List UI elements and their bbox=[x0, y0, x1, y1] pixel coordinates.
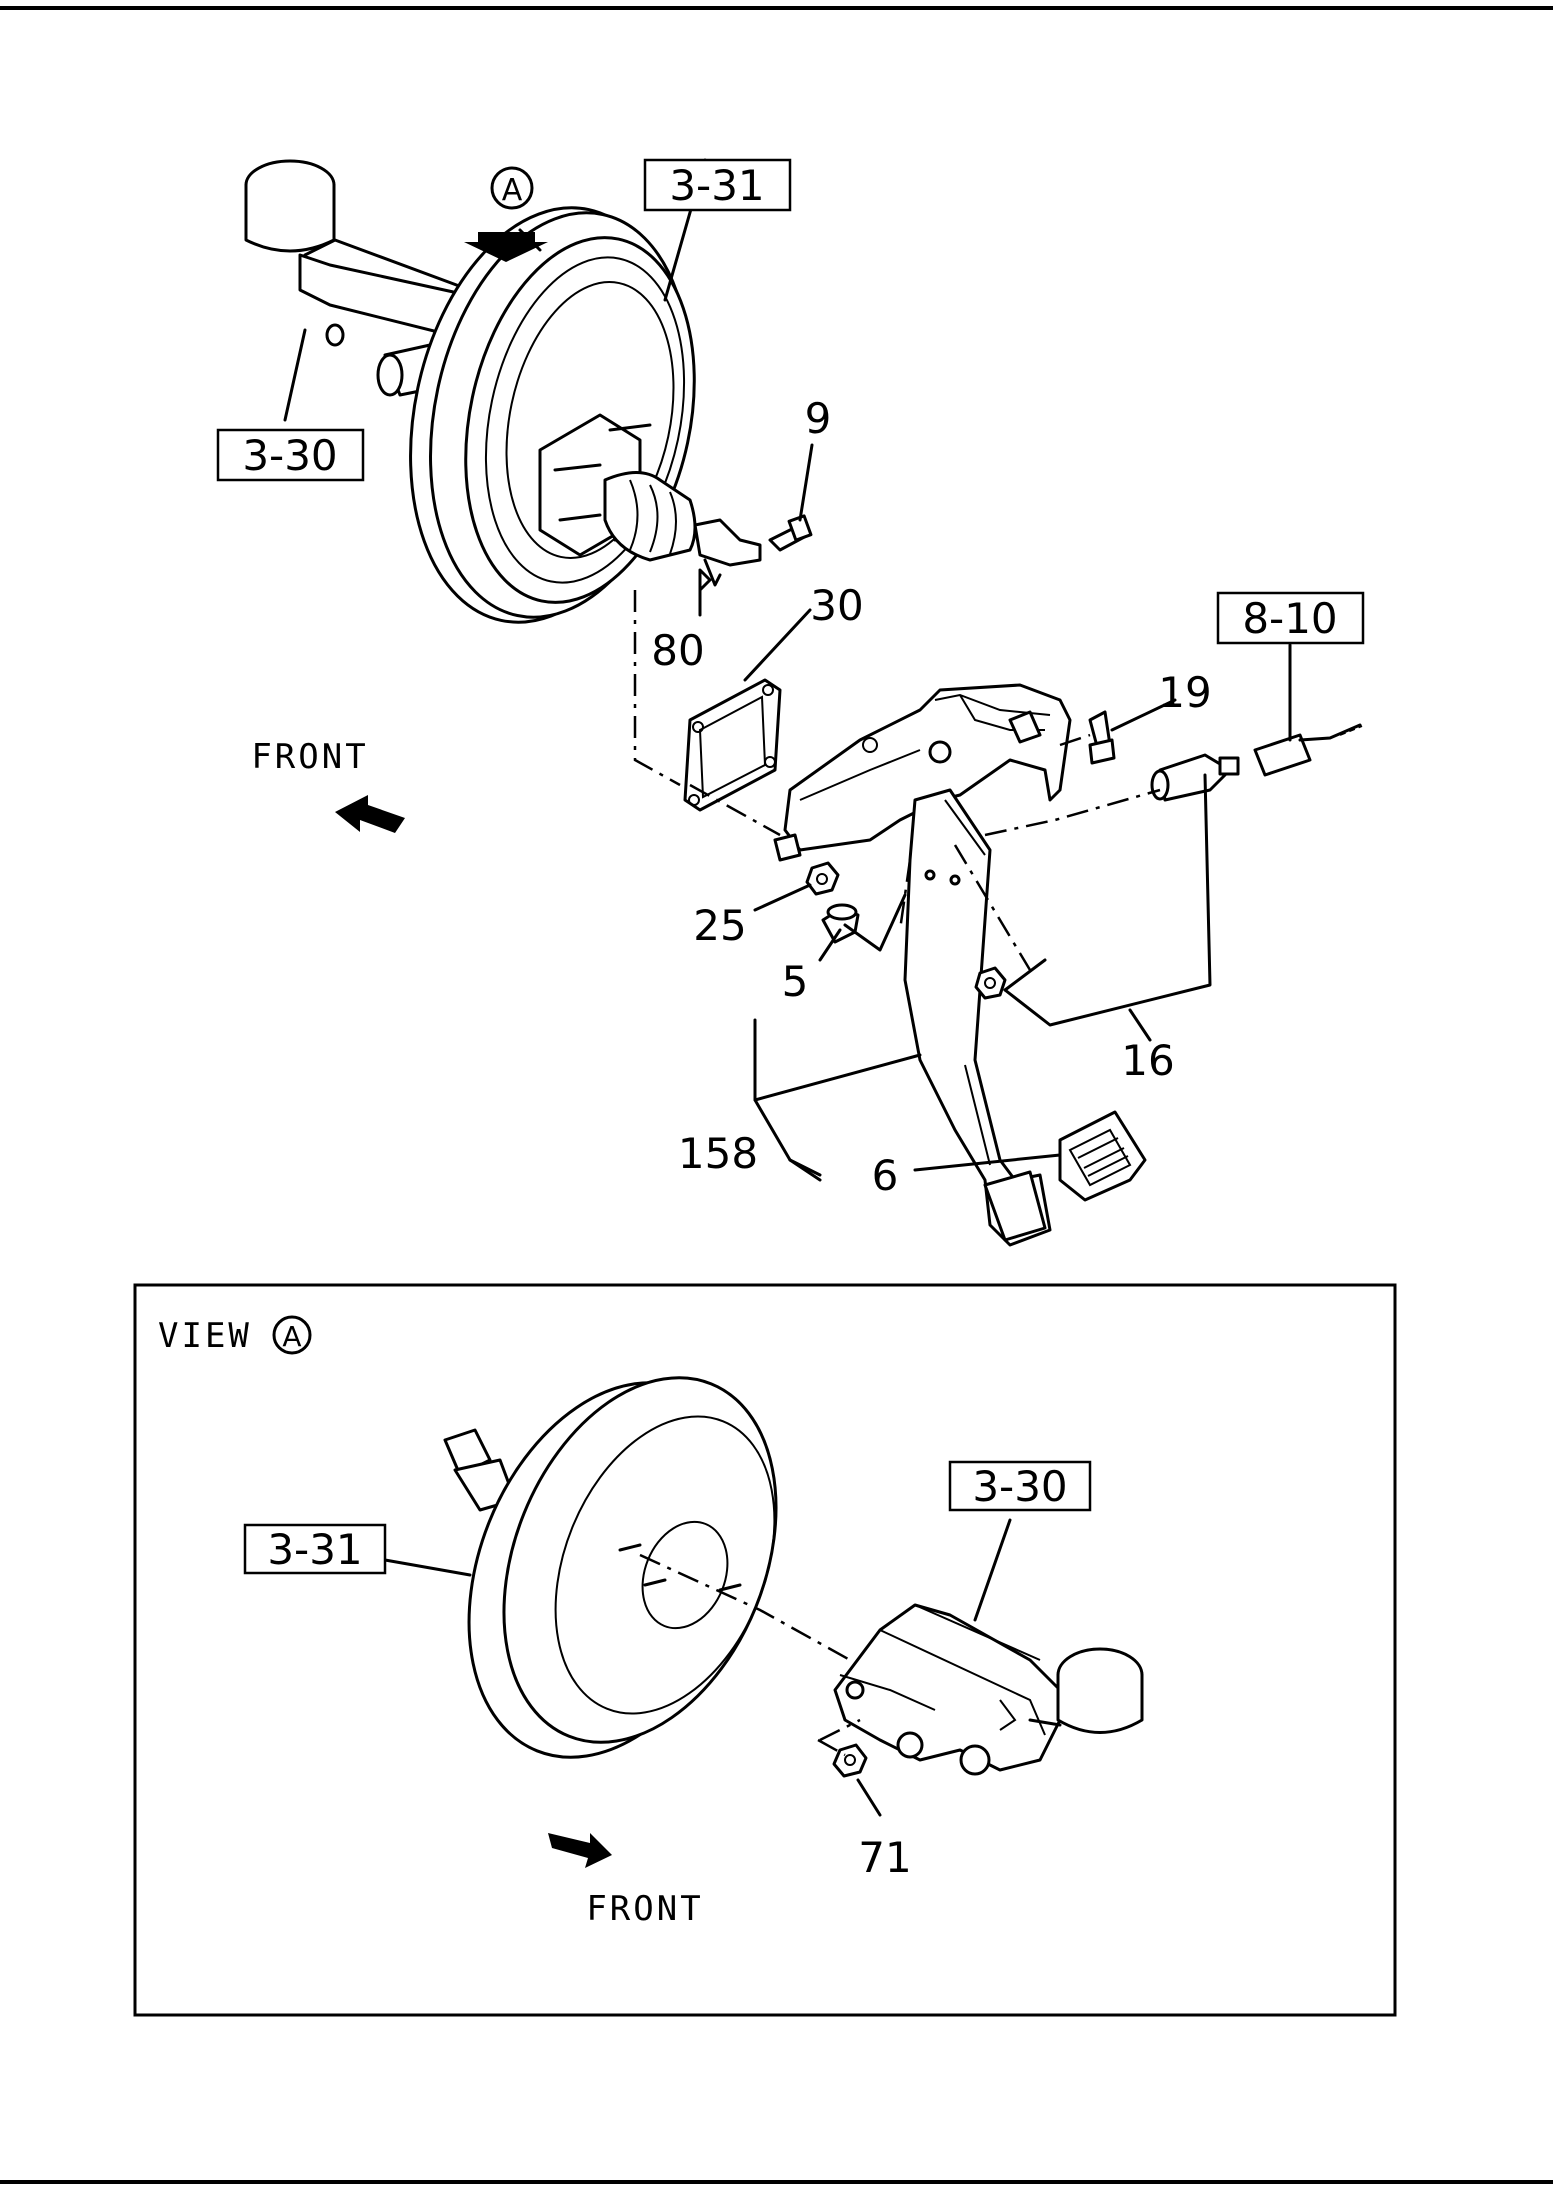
ref-label-view-3-30: 3-30 bbox=[972, 1462, 1067, 1511]
view-a-title-marker: A bbox=[282, 1320, 301, 1353]
part-label-16: 16 bbox=[1121, 1036, 1174, 1085]
view-a-title-text: VIEW bbox=[158, 1316, 252, 1356]
part-label-6: 6 bbox=[872, 1151, 899, 1200]
pedal-pad-6 bbox=[1058, 1110, 1147, 1202]
ref-box-top-3-30: 3-30 bbox=[216, 428, 365, 482]
pedal-bracket bbox=[773, 683, 1072, 862]
front-arrow-view bbox=[548, 1833, 612, 1868]
part-label-9: 9 bbox=[805, 394, 832, 443]
ref-box-top-8-10: 8-10 bbox=[1216, 591, 1365, 645]
front-label-view: FRONT bbox=[586, 1889, 703, 1929]
part-label-5: 5 bbox=[782, 957, 809, 1006]
part-label-71: 71 bbox=[858, 1833, 911, 1882]
brake-booster-view bbox=[443, 1376, 778, 1759]
part-label-25: 25 bbox=[693, 901, 746, 950]
nut-25 bbox=[805, 861, 840, 896]
bolt-19 bbox=[1088, 710, 1116, 765]
ref-label-view-3-31: 3-31 bbox=[267, 1525, 362, 1574]
ref-label-top-3-31: 3-31 bbox=[669, 161, 764, 210]
view-a-frame bbox=[133, 1283, 1397, 2017]
view-direction-arrow bbox=[464, 232, 548, 262]
leader-lines-top bbox=[283, 158, 1292, 1182]
view-marker-top: A bbox=[490, 166, 534, 210]
brake-booster-top bbox=[409, 206, 813, 624]
view-marker-top-letter: A bbox=[502, 173, 523, 208]
ref-box-top-3-31: 3-31 bbox=[643, 158, 792, 212]
assembly-lines-top bbox=[633, 590, 1161, 971]
ref-box-view-3-30: 3-30 bbox=[948, 1460, 1092, 1512]
front-label-top: FRONT bbox=[251, 737, 368, 777]
part-label-19: 19 bbox=[1158, 668, 1211, 717]
assembly-lines-view bbox=[639, 1553, 861, 1757]
nut-16 bbox=[974, 966, 1007, 1000]
part-label-80: 80 bbox=[651, 626, 704, 675]
view-a-title: VIEW A bbox=[158, 1315, 312, 1356]
ref-label-top-8-10: 8-10 bbox=[1242, 594, 1337, 643]
front-arrow-top bbox=[335, 795, 405, 833]
nut-71 bbox=[832, 1743, 868, 1778]
part-label-30: 30 bbox=[810, 581, 863, 630]
leader-lines-view bbox=[383, 1518, 1012, 1817]
master-cylinder-view bbox=[833, 1603, 1144, 1776]
bushing-5 bbox=[821, 903, 860, 944]
gasket-30 bbox=[683, 678, 782, 812]
ref-box-view-3-31: 3-31 bbox=[243, 1523, 387, 1575]
ref-label-top-3-30: 3-30 bbox=[242, 431, 337, 480]
stoplamp-switch bbox=[1150, 723, 1363, 802]
part-label-158: 158 bbox=[678, 1129, 758, 1178]
brake-pedal-arm bbox=[903, 788, 1052, 1247]
